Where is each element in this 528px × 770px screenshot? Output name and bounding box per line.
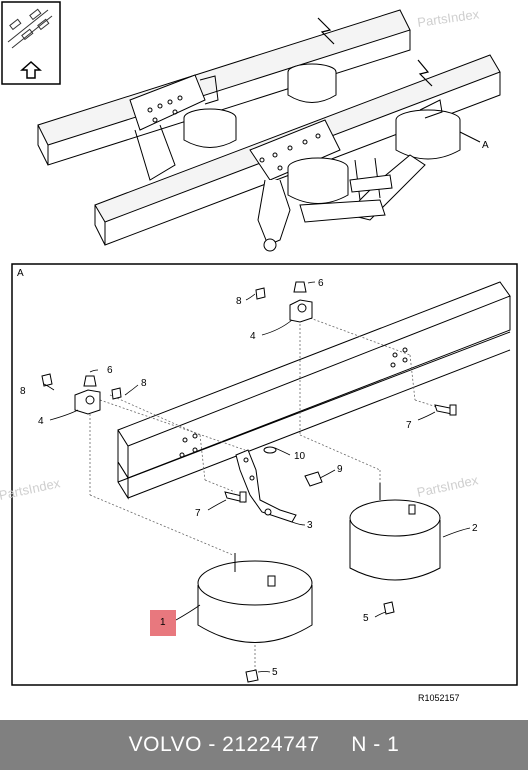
callout-8-upper: 8 [236,296,242,307]
callout-7-right: 7 [406,420,412,431]
footer-part-number: 21224747 [222,733,320,756]
bracket-center [235,446,323,523]
callout-8-mid: 8 [141,378,147,389]
callout-5-bottom: 5 [272,667,278,678]
bracket-upper [255,281,313,323]
callout-5-right: 5 [363,613,369,624]
detail-frame-rail [117,281,511,500]
highlight-marker [150,610,176,636]
bracket-left [41,373,122,415]
watermark-top: PartsIndex [416,6,480,30]
assembly-lines [89,317,441,672]
bolts [224,404,457,503]
air-spring-right [349,483,441,615]
callout-6-upper: 6 [318,278,324,289]
callout-1: 1 [160,617,166,628]
parts-diagram: PartsIndex [0,1,518,703]
orientation-inset [1,1,61,85]
callout-8-left: 8 [20,386,26,397]
footer-separator: - [208,733,216,756]
callout-10: 10 [294,451,306,462]
part-footer: VOLVO - 21224747 N - 1 [0,720,528,770]
callout-9: 9 [337,464,343,475]
callout-7-left: 7 [195,508,201,519]
reference-number: R1052157 [418,693,460,703]
truck-top-view-icon [7,8,53,49]
leader-lines [43,281,471,673]
watermark-left: PartsIndex [0,475,62,503]
air-spring-main [197,553,313,683]
overview-callout-a: A [482,140,489,151]
callout-6-left: 6 [107,365,113,376]
overview-drawing [37,9,501,252]
callout-4-upper: 4 [250,331,256,342]
footer-brand: VOLVO [128,733,202,756]
detail-view-frame [11,263,518,686]
footer-position: N - 1 [351,733,400,756]
direction-arrow-icon [20,60,42,79]
detail-view-label: A [17,268,24,279]
callout-2: 2 [472,523,478,534]
callout-4-left: 4 [38,416,44,427]
watermark-right: PartsIndex [416,472,480,500]
callout-3: 3 [307,520,313,531]
callout-labels: 1 2 3 4 4 5 5 6 6 7 7 8 8 8 9 10 [20,278,478,678]
